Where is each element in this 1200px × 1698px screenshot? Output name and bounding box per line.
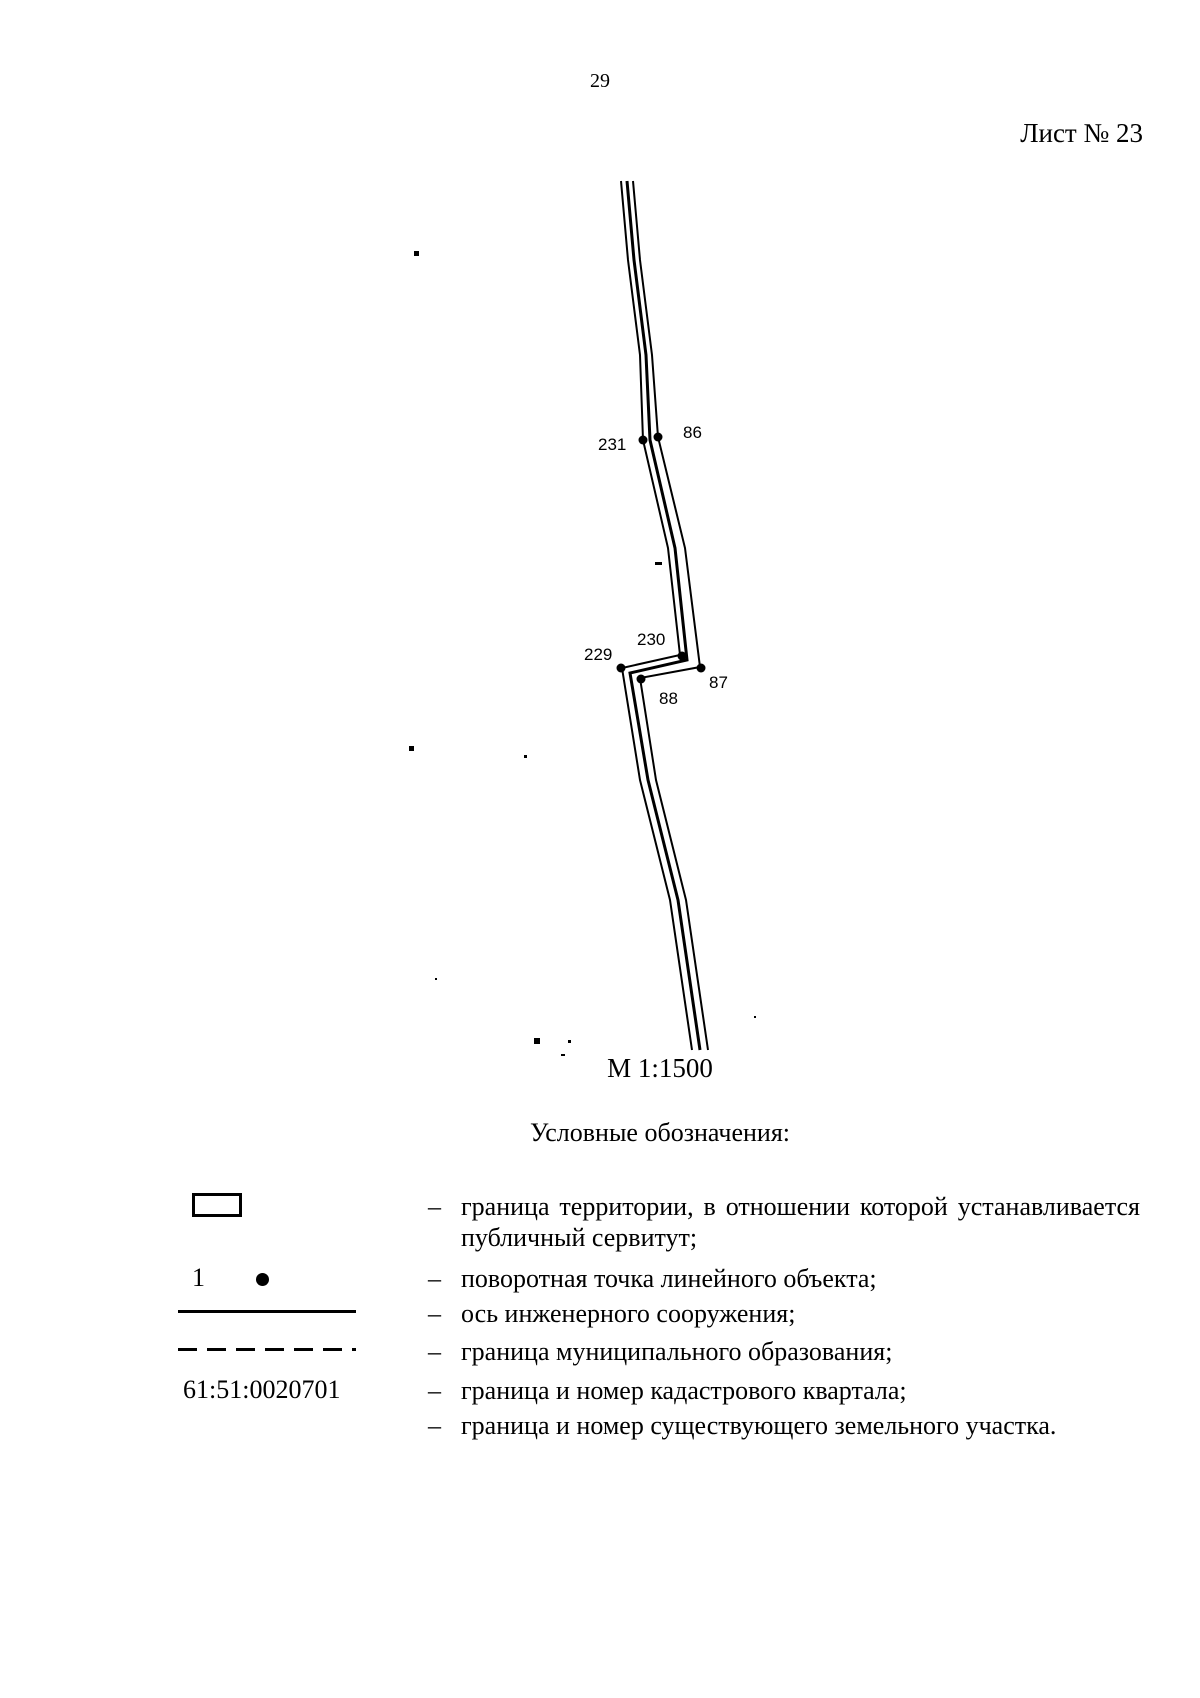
map-mark [568, 1040, 571, 1043]
legend-text: поворотная точка линейного объекта; [461, 1264, 877, 1293]
page-number: 29 [590, 70, 610, 92]
servitude-boundary-right [632, 180, 709, 1051]
legend-dash: – [428, 1411, 441, 1440]
legend-dash: – [428, 1192, 441, 1221]
map-mark [561, 1054, 565, 1056]
servitude-boundary-left [620, 180, 693, 1051]
turning-point-86 [653, 432, 663, 442]
label-88: 88 [659, 689, 678, 708]
sheet-label: Лист № 23 [1020, 118, 1143, 148]
label-229: 229 [584, 645, 612, 664]
map-mark [409, 746, 414, 751]
map-drawing: 231 86 230 229 87 88 [409, 180, 756, 1056]
legend-dash: – [428, 1264, 441, 1293]
map-mark [534, 1038, 540, 1044]
legend-title: Условные обозначения: [529, 1118, 791, 1147]
legend-text: граница и номер кадастрового квартала; [461, 1376, 907, 1405]
map-mark [435, 978, 437, 980]
legend-entry: – граница муниципального образования; [428, 1336, 1140, 1367]
legend-dash: – [428, 1376, 441, 1405]
legend-entry: – поворотная точка линейного объекта; [428, 1263, 1140, 1294]
map-mark [414, 251, 419, 256]
legend-dash: – [428, 1337, 441, 1366]
turning-point-229 [616, 663, 626, 673]
turning-point-230 [677, 651, 687, 661]
axis-line-symbol [178, 1310, 356, 1313]
label-230: 230 [637, 630, 665, 649]
label-87: 87 [709, 673, 728, 692]
point-dot-icon [256, 1273, 269, 1286]
legend-text: граница и номер существующего земельного… [461, 1411, 1057, 1440]
turning-point-88 [636, 674, 646, 684]
servitude-boundary-symbol [192, 1193, 242, 1217]
legend-text: граница муниципального образования; [461, 1337, 893, 1366]
map-mark [754, 1016, 756, 1018]
map-mark [524, 755, 527, 758]
engineering-axis-line [625, 180, 702, 1051]
cadastral-quarter-number: 61:51:0020701 [183, 1375, 341, 1404]
legend-entry: – граница и номер кадастрового квартала; [428, 1375, 1140, 1406]
municipal-boundary-symbol [178, 1348, 356, 1351]
map-mark [655, 562, 662, 565]
legend-text: ось инженерного сооружения; [461, 1299, 796, 1328]
legend-entry: – граница и номер существующего земельно… [428, 1410, 1140, 1441]
point-number-example: 1 [192, 1263, 205, 1292]
legend-dash: – [428, 1299, 441, 1328]
map-scale: М 1:1500 [607, 1053, 713, 1083]
label-231: 231 [598, 435, 626, 454]
legend-entry: – граница территории, в отношении которо… [428, 1191, 1140, 1253]
label-86: 86 [683, 423, 702, 442]
turning-point-231 [638, 435, 648, 445]
legend-entry: – ось инженерного сооружения; [428, 1298, 1140, 1329]
turning-point-87 [696, 663, 706, 673]
legend-text: граница территории, в отношении которой … [461, 1192, 1140, 1252]
